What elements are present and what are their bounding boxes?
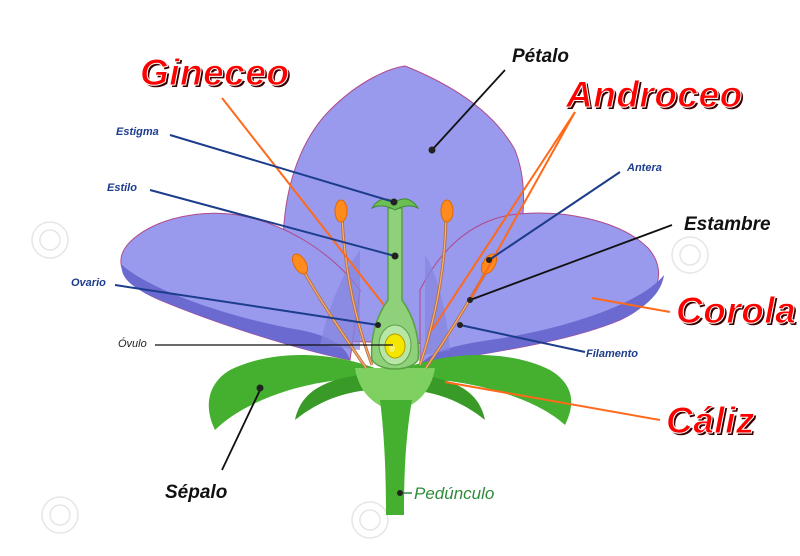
peduncle — [380, 400, 412, 515]
anther-2 — [291, 253, 309, 275]
label-ovario: Ovario — [71, 277, 106, 289]
line-androceo-1 — [469, 111, 576, 301]
line-caliz — [444, 381, 661, 421]
label-ovulo: Óvulo — [118, 338, 147, 350]
line-petalo — [431, 69, 506, 151]
line-estigma — [169, 134, 395, 203]
label-pedunculo: Pedúnculo — [414, 484, 495, 503]
ovule-core — [389, 344, 395, 352]
line-corola — [591, 297, 671, 313]
label-androceo: Androceo — [566, 74, 743, 116]
label-gineceo: Gineceo — [140, 52, 290, 94]
petal-inner-shade — [320, 250, 360, 350]
line-androceo-2 — [431, 111, 576, 331]
label-caliz: Cáliz — [666, 400, 755, 442]
label-petalo: Pétalo — [512, 46, 570, 67]
line-filamento — [459, 324, 586, 353]
label-corola: Corola — [675, 290, 797, 332]
label-estilo: Estilo — [107, 182, 137, 194]
anther-3 — [440, 199, 454, 223]
petal-left-shadow — [121, 265, 350, 360]
ovule — [384, 333, 406, 359]
label-filamento: Filamento — [586, 348, 638, 360]
line-gineceo — [221, 97, 385, 306]
label-antera: Antera — [627, 162, 662, 174]
label-sepalo: Sépalo — [165, 482, 228, 503]
leader-lines — [114, 69, 673, 494]
anther-1 — [334, 199, 348, 223]
line-estambre — [469, 224, 673, 301]
line-ovario — [114, 284, 379, 326]
line-antera — [488, 171, 621, 261]
sepal-left-outer — [295, 375, 370, 420]
receptacle — [355, 368, 435, 410]
sepal-left — [208, 355, 380, 430]
sepal-right — [400, 355, 572, 425]
label-estigma: Estigma — [116, 126, 159, 138]
line-estilo — [149, 189, 396, 257]
petal-right-shadow — [420, 275, 664, 365]
leader-dots — [256, 146, 492, 496]
label-estambre: Estambre — [684, 214, 771, 235]
watermark — [31, 221, 709, 539]
line-sepalo — [221, 389, 261, 471]
